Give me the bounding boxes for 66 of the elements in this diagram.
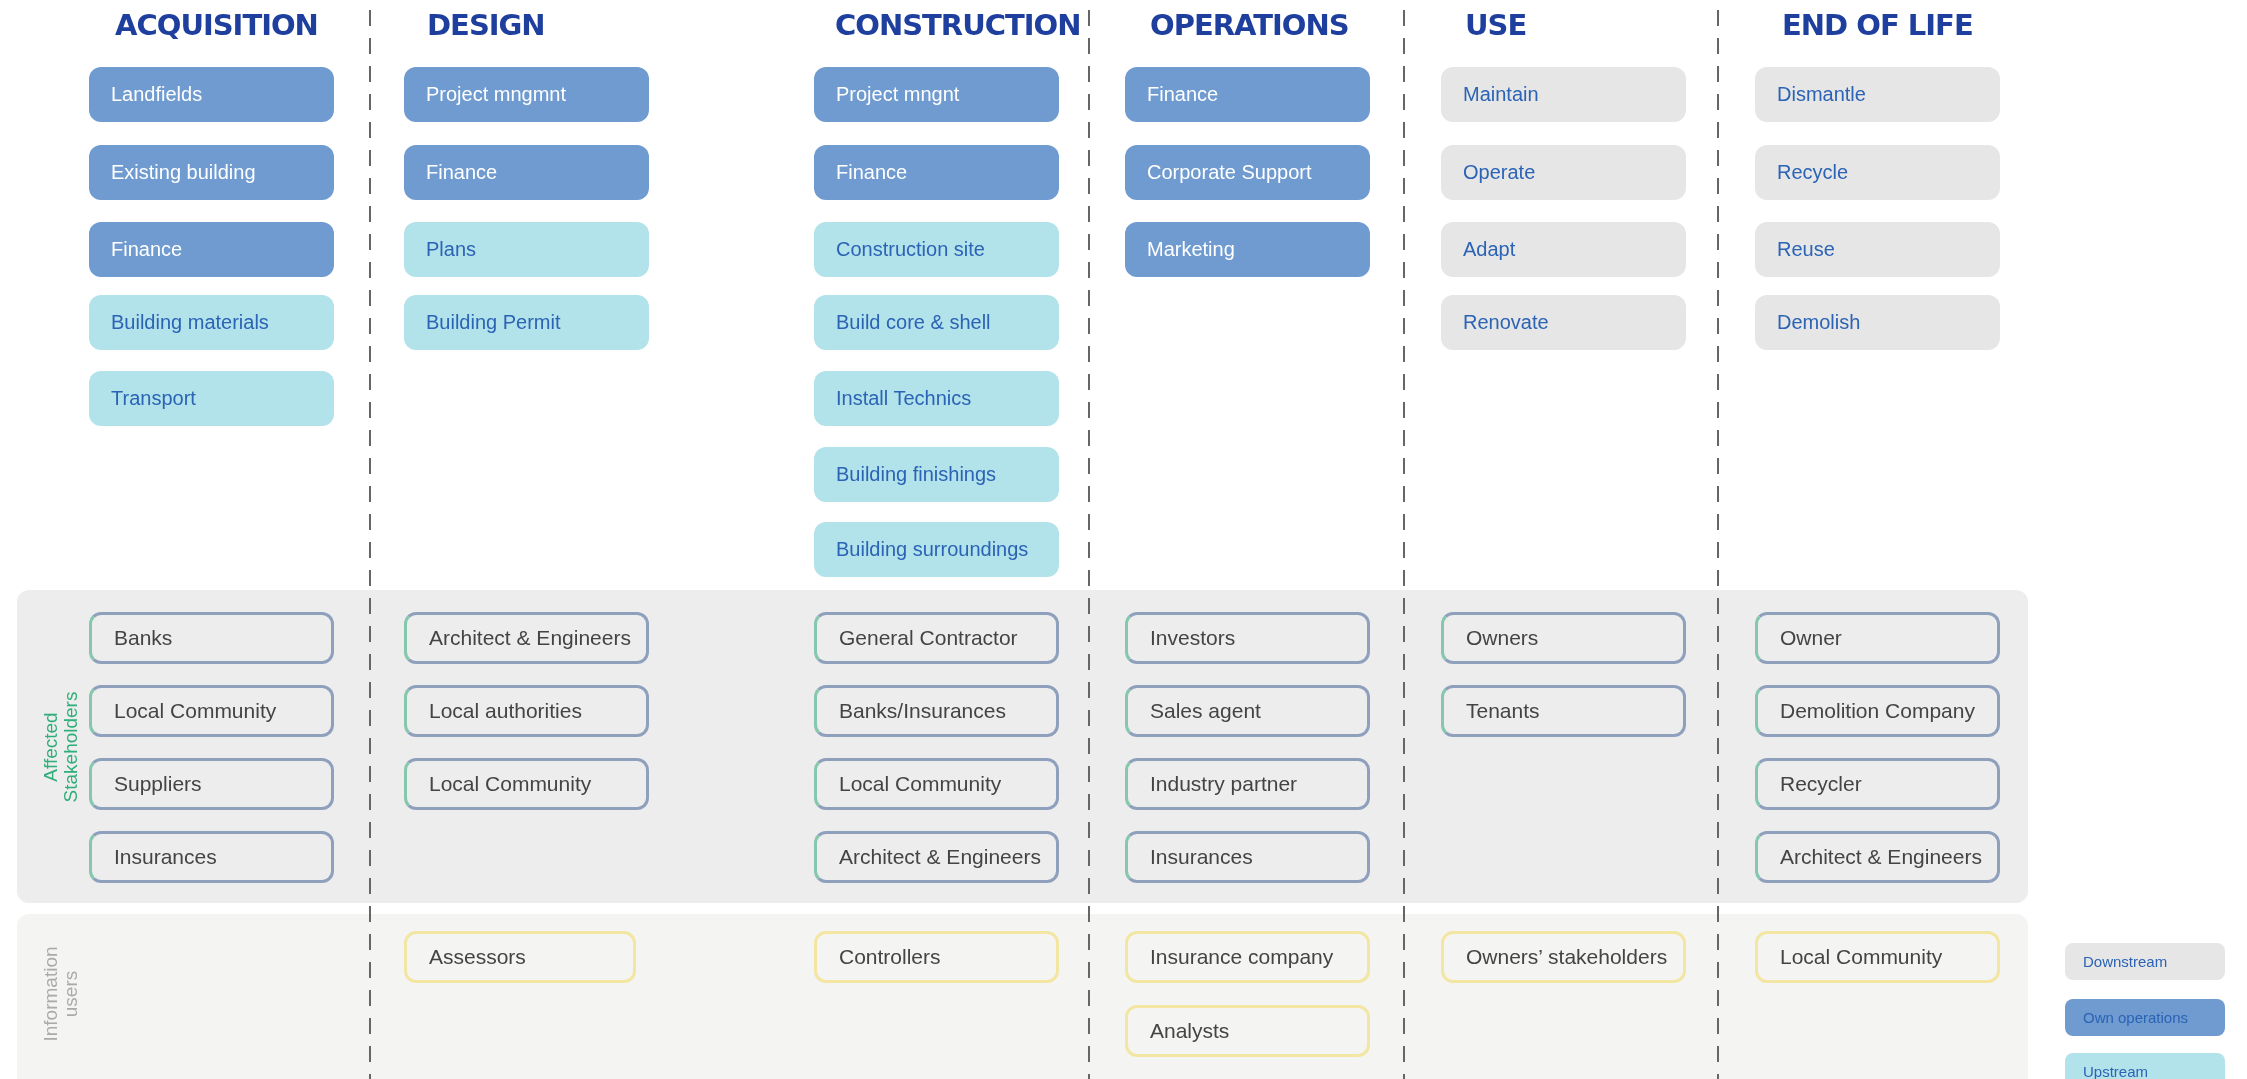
- stakeholder-box: Banks/Insurances: [814, 685, 1059, 737]
- information-user-box: Local Community: [1755, 931, 2000, 983]
- information-user-box: Assessors: [404, 931, 636, 983]
- stakeholder-box: Local Community: [814, 758, 1059, 810]
- activity-box: Transport: [89, 371, 334, 426]
- activity-box: Renovate: [1441, 295, 1686, 350]
- activity-box: Project mngmnt: [404, 67, 649, 122]
- column-heading: ACQUISITION: [115, 8, 318, 42]
- activity-box: Existing building: [89, 145, 334, 200]
- stakeholder-box: Demolition Company: [1755, 685, 2000, 737]
- column-heading: USE: [1465, 8, 1527, 42]
- activity-box: Finance: [1125, 67, 1370, 122]
- activity-box: Marketing: [1125, 222, 1370, 277]
- stakeholder-box: Banks: [89, 612, 334, 664]
- activity-box: Corporate Support: [1125, 145, 1370, 200]
- information-user-box: Insurance company: [1125, 931, 1370, 983]
- column-heading: CONSTRUCTION: [835, 8, 1081, 42]
- band-label: Information users: [41, 945, 81, 1044]
- activity-box: Recycle: [1755, 145, 2000, 200]
- band-label: Affected Stakeholders: [41, 690, 81, 804]
- information-user-box: Analysts: [1125, 1005, 1370, 1057]
- stakeholder-box: Local authorities: [404, 685, 649, 737]
- activity-box: Finance: [89, 222, 334, 277]
- stakeholder-box: Investors: [1125, 612, 1370, 664]
- stakeholder-box: Insurances: [89, 831, 334, 883]
- stakeholder-box: Architect & Engineers: [404, 612, 649, 664]
- stakeholder-box: Local Community: [89, 685, 334, 737]
- activity-box: Adapt: [1441, 222, 1686, 277]
- stakeholder-box: Tenants: [1441, 685, 1686, 737]
- column-heading: OPERATIONS: [1150, 8, 1349, 42]
- activity-box: Demolish: [1755, 295, 2000, 350]
- stakeholder-box: Suppliers: [89, 758, 334, 810]
- stakeholder-box: Local Community: [404, 758, 649, 810]
- stakeholder-box: Architect & Engineers: [1755, 831, 2000, 883]
- stakeholder-box: General Contractor: [814, 612, 1059, 664]
- stakeholder-box: Sales agent: [1125, 685, 1370, 737]
- activity-box: Reuse: [1755, 222, 2000, 277]
- column-heading: DESIGN: [427, 8, 545, 42]
- activity-box: Build core & shell: [814, 295, 1059, 350]
- stakeholder-box: Owner: [1755, 612, 2000, 664]
- legend-swatch: Own operations: [2065, 999, 2225, 1036]
- activity-box: Construction site: [814, 222, 1059, 277]
- activity-box: Finance: [814, 145, 1059, 200]
- information-user-box: Owners’ stakeholders: [1441, 931, 1686, 983]
- activity-box: Building finishings: [814, 447, 1059, 502]
- activity-box: Maintain: [1441, 67, 1686, 122]
- information-user-box: Controllers: [814, 931, 1059, 983]
- activity-box: Finance: [404, 145, 649, 200]
- activity-box: Building materials: [89, 295, 334, 350]
- activity-box: Install Technics: [814, 371, 1059, 426]
- legend-swatch: Downstream: [2065, 943, 2225, 980]
- stakeholder-box: Architect & Engineers: [814, 831, 1059, 883]
- activity-box: Dismantle: [1755, 67, 2000, 122]
- activity-box: Landfields: [89, 67, 334, 122]
- stakeholder-box: Recycler: [1755, 758, 2000, 810]
- activity-box: Building Permit: [404, 295, 649, 350]
- activity-box: Operate: [1441, 145, 1686, 200]
- stakeholder-box: Owners: [1441, 612, 1686, 664]
- activity-box: Building surroundings: [814, 522, 1059, 577]
- information-users-band: [17, 914, 2028, 1079]
- stakeholder-box: Insurances: [1125, 831, 1370, 883]
- activity-box: Plans: [404, 222, 649, 277]
- stakeholder-band: [17, 590, 2028, 903]
- activity-box: Project mngnt: [814, 67, 1059, 122]
- column-heading: END OF LIFE: [1782, 8, 1973, 42]
- stakeholder-box: Industry partner: [1125, 758, 1370, 810]
